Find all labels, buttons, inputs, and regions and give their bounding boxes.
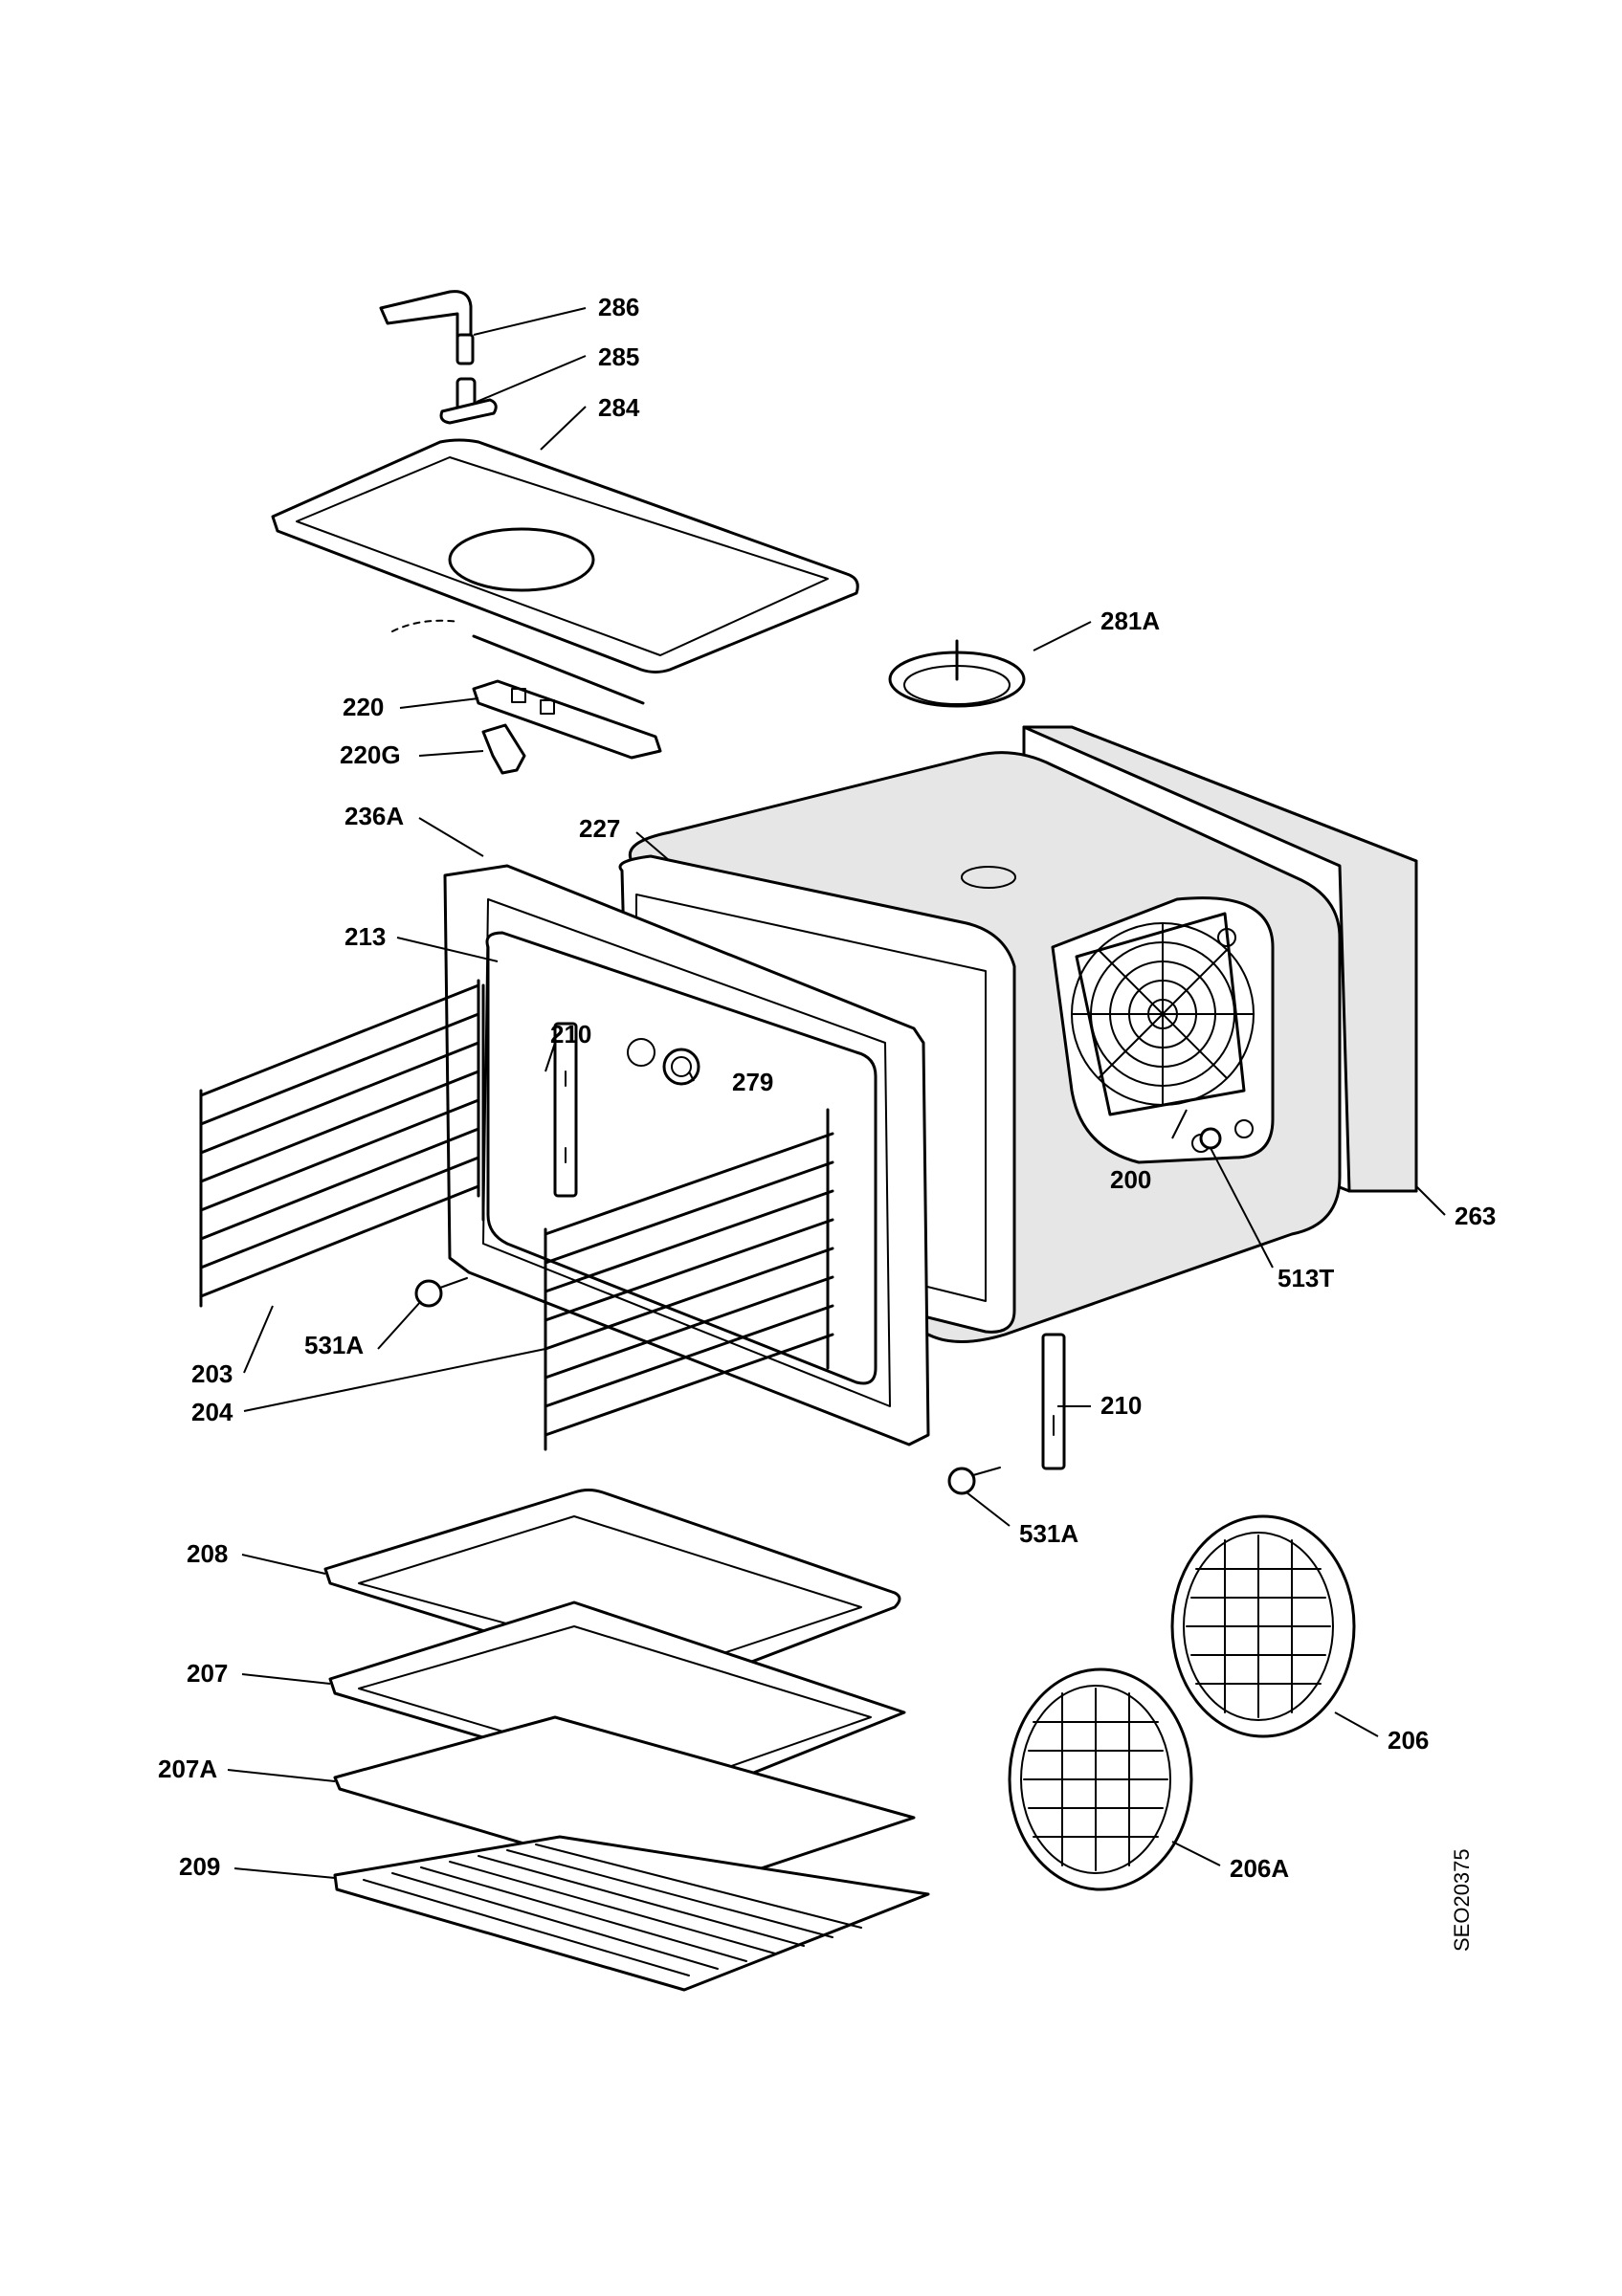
label-281A: 281A [1100, 607, 1160, 635]
tray-207A [333, 1715, 916, 1894]
label-284: 284 [598, 393, 640, 422]
fan-assembly-200 [1051, 896, 1275, 1164]
label-531A-right: 531A [1019, 1519, 1078, 1548]
label-206A: 206A [1230, 1854, 1289, 1883]
label-285: 285 [598, 342, 639, 371]
label-207: 207 [187, 1659, 228, 1688]
label-531A-left: 531A [304, 1331, 364, 1359]
screw-531A-right [947, 1467, 1001, 1495]
label-236A: 236A [344, 802, 404, 830]
shelf-support-210-right [1041, 1333, 1066, 1470]
label-210-right: 210 [1100, 1391, 1142, 1420]
label-208: 208 [187, 1539, 228, 1568]
label-209: 209 [179, 1852, 220, 1881]
label-210-left: 210 [550, 1020, 591, 1049]
clip-220G [481, 723, 526, 775]
label-263: 263 [1455, 1202, 1496, 1230]
fan-cover-281A [888, 639, 1026, 708]
tube-286 [379, 290, 475, 365]
label-213: 213 [344, 922, 386, 951]
rear-grille-206A [1008, 1667, 1193, 1891]
label-203: 203 [191, 1359, 233, 1388]
label-200: 200 [1110, 1165, 1151, 1194]
screw-513T [1199, 1127, 1222, 1150]
rear-grille-206 [1170, 1514, 1356, 1738]
top-cover-284 [271, 438, 859, 673]
pipe-flange-285 [439, 377, 498, 425]
label-207A: 207A [158, 1755, 217, 1783]
label-220: 220 [343, 693, 384, 721]
door-seal-213 [485, 931, 878, 1385]
label-286: 286 [598, 293, 639, 321]
label-220G: 220G [340, 740, 401, 769]
shelf-support-210-left [553, 1022, 578, 1198]
drawing-code: SEO20375 [1450, 1848, 1474, 1952]
bracket-220 [391, 619, 662, 760]
label-513T: 513T [1278, 1264, 1334, 1292]
side-rack-203 [199, 979, 485, 1308]
door-frame-236A [443, 864, 930, 1446]
label-206: 206 [1388, 1726, 1429, 1755]
wire-grid-209 [333, 1835, 930, 1992]
screw-531A-left [414, 1277, 468, 1308]
label-204: 204 [191, 1398, 233, 1426]
side-rack-204 [544, 1108, 834, 1451]
label-227: 227 [579, 814, 620, 843]
leader-lines [227, 307, 1446, 1879]
label-279: 279 [732, 1068, 773, 1096]
